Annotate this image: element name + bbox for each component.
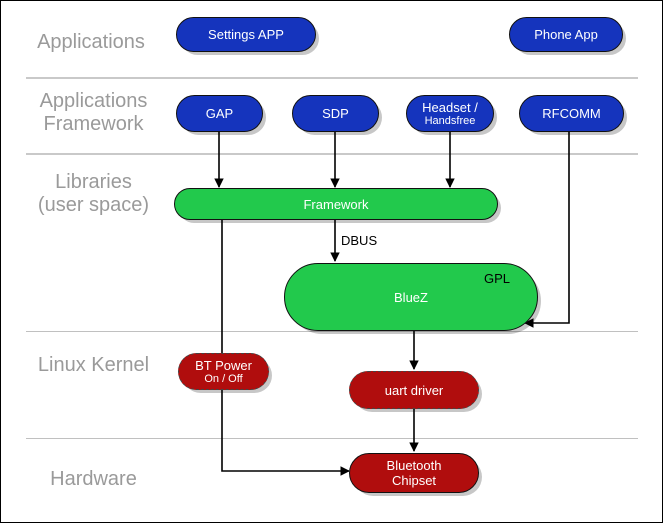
node-bt-power-label: BT Power	[195, 357, 252, 373]
node-bluetooth-chipset-label: Bluetooth	[386, 458, 442, 473]
node-rfcomm[interactable]: RFCOMM	[519, 95, 624, 132]
layer-label-linux-kernel: Linux Kernel	[37, 354, 150, 376]
node-sdp-label: SDP	[322, 106, 349, 121]
layer-label-hardware: Hardware	[50, 468, 137, 490]
node-bt-power[interactable]: BT Power On / Off	[178, 353, 269, 390]
node-gap[interactable]: GAP	[176, 95, 263, 132]
separator-applications	[26, 77, 638, 79]
layer-label-libraries: Libraries (user space)	[37, 171, 150, 216]
node-headset-handsfree[interactable]: Headset / Handsfree	[406, 95, 494, 132]
node-sdp[interactable]: SDP	[292, 95, 379, 132]
wire-framework-to-chipset	[221, 219, 350, 476]
node-settings-app-label: Settings APP	[208, 27, 284, 42]
node-bluetooth-chipset-sublabel: Chipset	[391, 473, 437, 488]
layer-label-applications: Applications	[37, 31, 145, 53]
node-gap-label: GAP	[205, 106, 234, 121]
node-bluez-label: BlueZ	[394, 289, 428, 305]
node-bluez-gpl-badge: GPL	[484, 271, 511, 286]
wire-label-dbus: DBUS	[341, 233, 378, 248]
node-settings-app[interactable]: Settings APP	[176, 17, 316, 52]
node-bt-power-sublabel: On / Off	[204, 372, 243, 385]
node-framework[interactable]: Framework	[174, 188, 498, 220]
separator-kernel	[26, 438, 638, 439]
node-phone-app[interactable]: Phone App	[509, 17, 623, 52]
node-rfcomm-label: RFCOMM	[542, 106, 601, 121]
separator-framework	[26, 153, 638, 155]
node-uart-driver-label: uart driver	[384, 382, 444, 398]
node-headset-handsfree-label: Headset /	[422, 99, 478, 115]
node-phone-app-label: Phone App	[534, 27, 598, 42]
node-headset-handsfree-sublabel: Handsfree	[424, 114, 476, 127]
layer-label-applications-framework: Applications Framework	[39, 90, 148, 135]
node-framework-label: Framework	[303, 196, 369, 212]
separator-libraries	[26, 331, 638, 332]
node-bluetooth-chipset[interactable]: Bluetooth Chipset	[349, 453, 479, 493]
node-uart-driver[interactable]: uart driver	[349, 371, 479, 409]
